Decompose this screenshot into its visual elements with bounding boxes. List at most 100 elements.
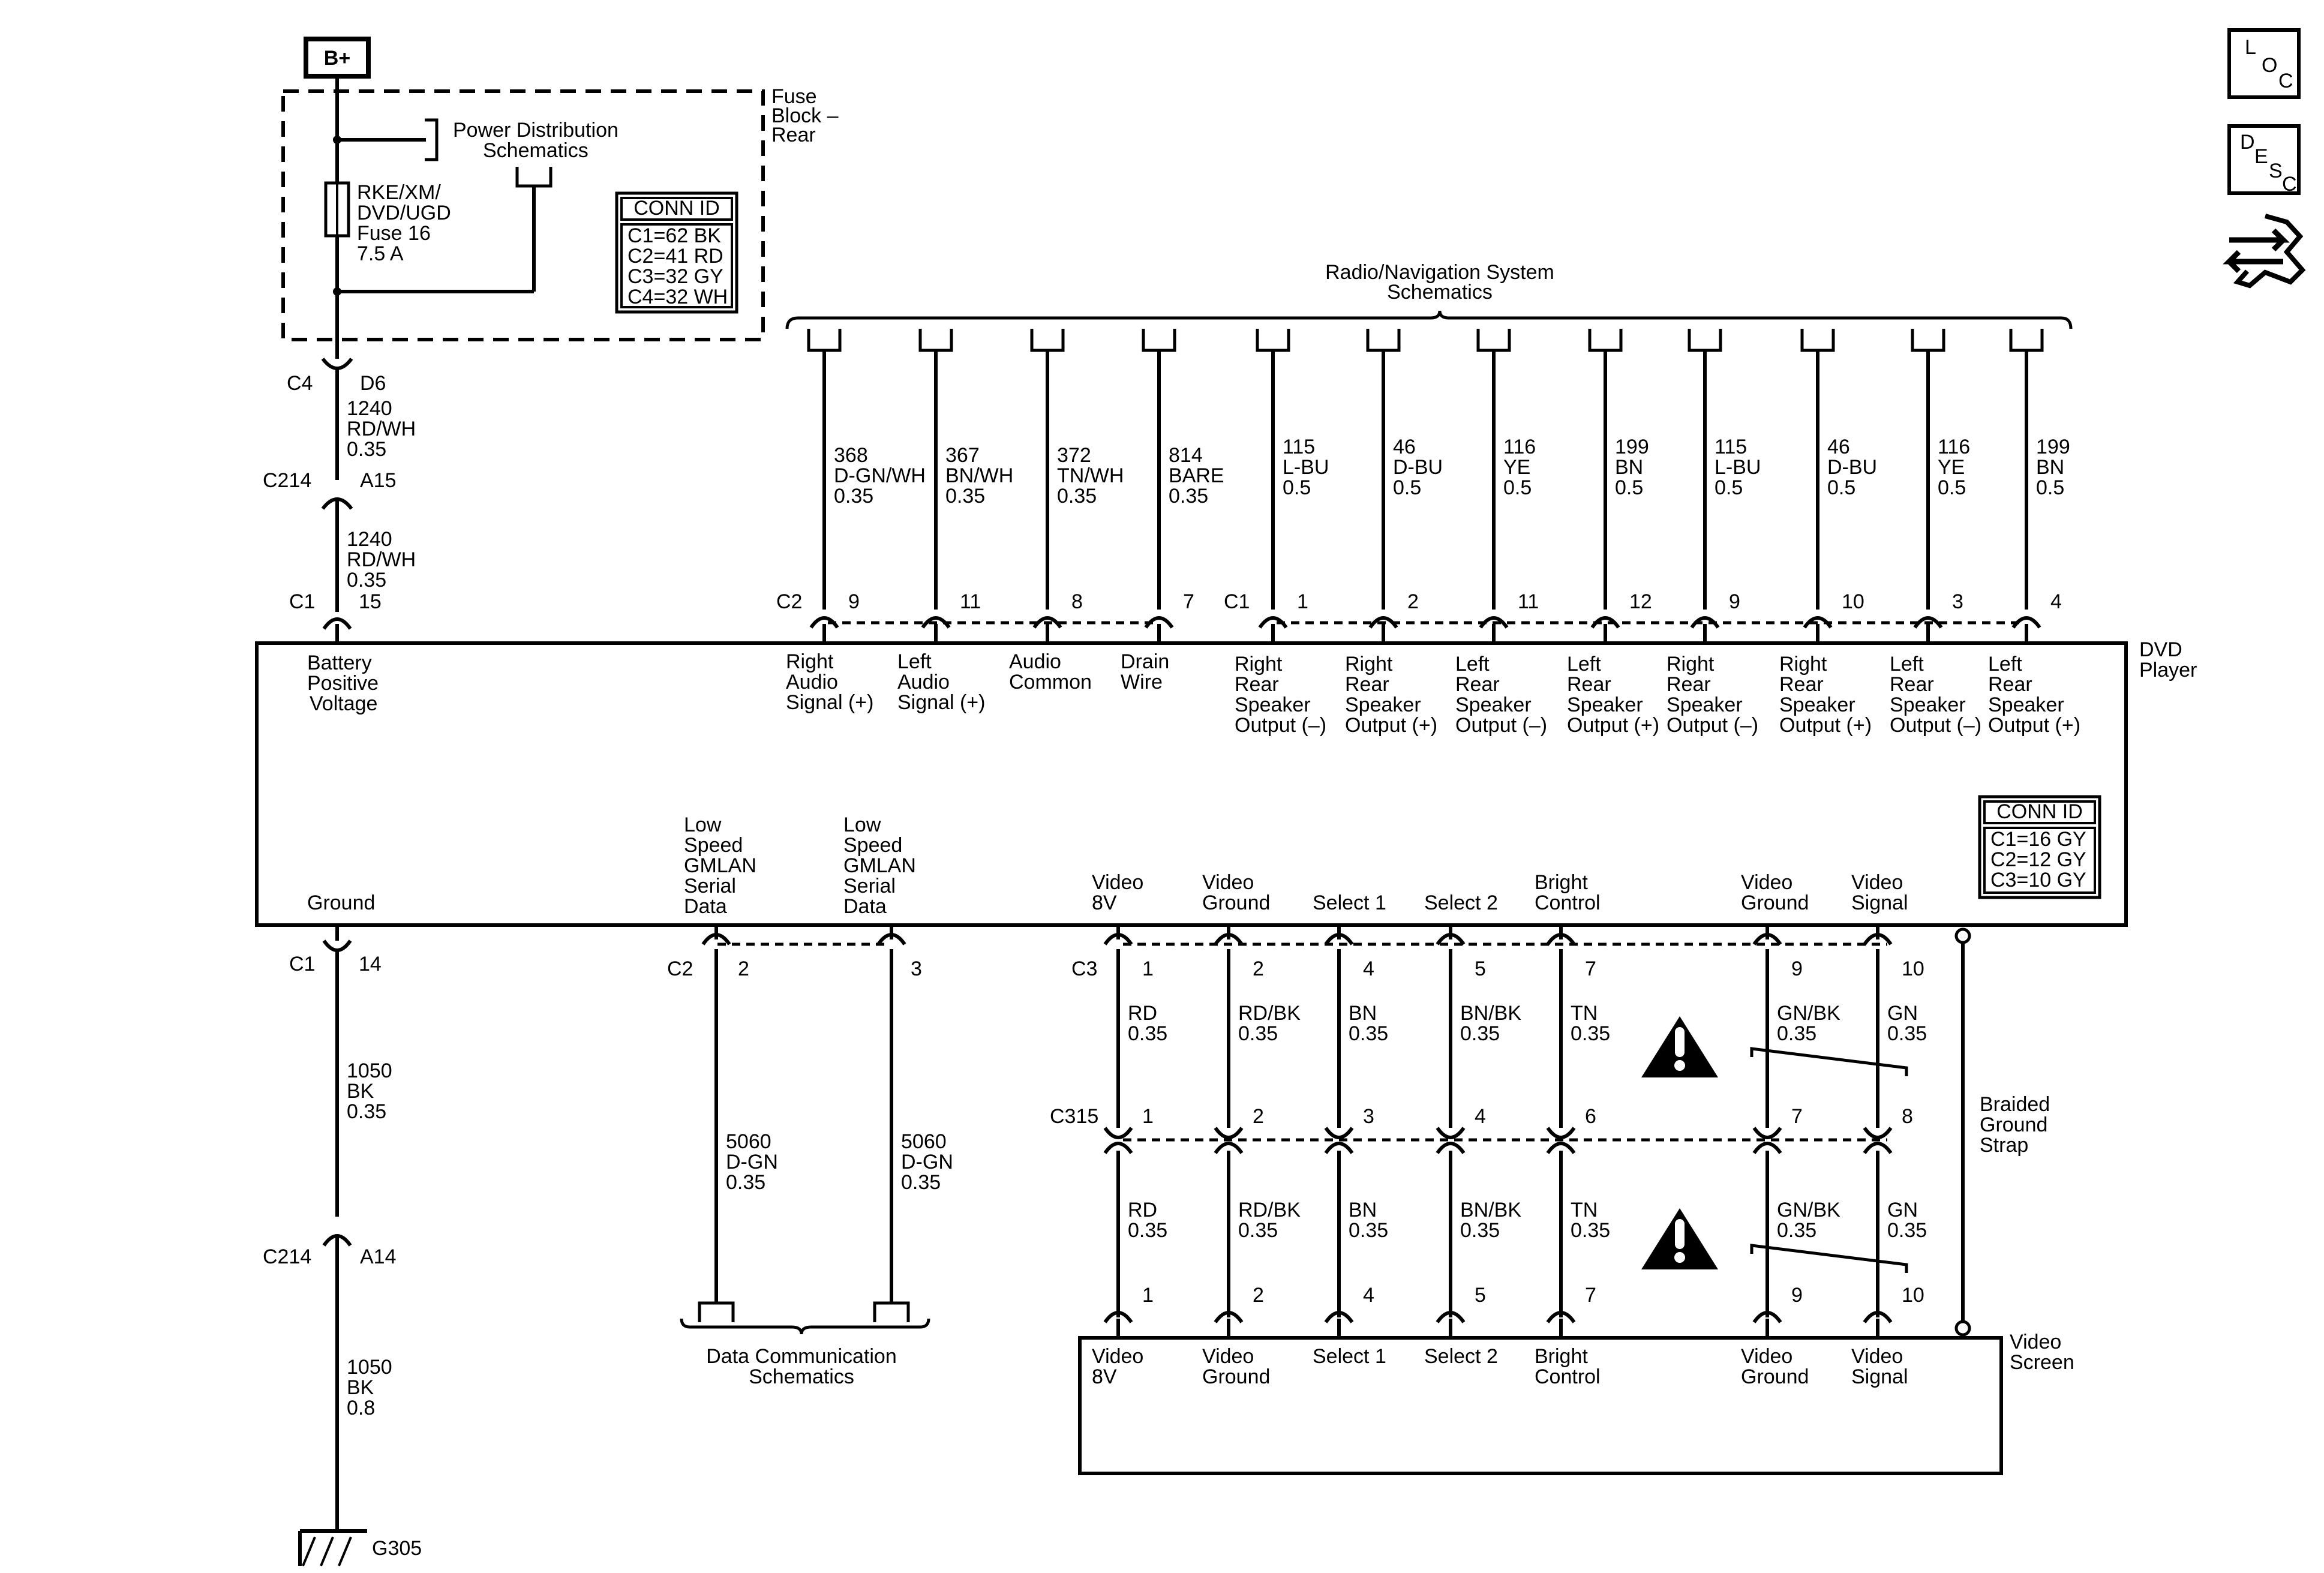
pin-label: 5 <box>1475 957 1486 980</box>
svg-text:C214: C214 <box>263 469 311 492</box>
svg-text:C1: C1 <box>289 953 315 975</box>
connector-c2-label: C2 <box>776 590 802 613</box>
svg-text:C214: C214 <box>263 1245 311 1268</box>
svg-text:A14: A14 <box>360 1245 397 1268</box>
connector-end-view-icon[interactable] <box>2223 214 2306 289</box>
svg-text:3: 3 <box>911 957 922 980</box>
screen-function-label: Select 1 <box>1313 1345 1386 1368</box>
pin-label: 10 <box>1842 590 1864 613</box>
pin-label: 7 <box>1183 590 1194 613</box>
svg-text:A15: A15 <box>360 469 397 492</box>
pin-label: 10 <box>1902 1284 1924 1307</box>
dvd-function-label: Select 1 <box>1313 891 1386 914</box>
pin-label: 1 <box>1142 1284 1154 1307</box>
svg-text:C4: C4 <box>287 372 313 395</box>
svg-text:15: 15 <box>359 590 382 613</box>
pin-label: 11 <box>960 590 981 613</box>
pin-label: 4 <box>1363 957 1374 980</box>
svg-text:L: L <box>2245 36 2256 59</box>
desc-icon[interactable]: D E S C <box>2227 124 2301 196</box>
pin-label: 9 <box>1729 590 1740 613</box>
pin-label: 2 <box>1253 1105 1264 1128</box>
svg-text:C1: C1 <box>289 590 315 613</box>
svg-text:G305: G305 <box>372 1537 422 1560</box>
pin-label: 4 <box>1475 1105 1486 1128</box>
svg-text:CONN ID: CONN ID <box>1996 800 2083 823</box>
pin-label: 4 <box>1363 1284 1374 1307</box>
loc-icon[interactable]: L O C <box>2227 28 2301 99</box>
pin-label: 12 <box>1629 590 1652 613</box>
svg-text:2: 2 <box>738 957 749 980</box>
pin-label: 7 <box>1585 1284 1596 1307</box>
pin-label: 10 <box>1902 957 1924 980</box>
dvd-function-label: Select 2 <box>1424 891 1498 914</box>
svg-text:CONN ID: CONN ID <box>633 197 720 220</box>
pin-label: 7 <box>1585 957 1596 980</box>
pin-label: 8 <box>1071 590 1083 613</box>
warning-icon <box>1641 1208 1718 1269</box>
svg-text:C315: C315 <box>1050 1105 1098 1128</box>
svg-text:C2: C2 <box>667 957 693 980</box>
